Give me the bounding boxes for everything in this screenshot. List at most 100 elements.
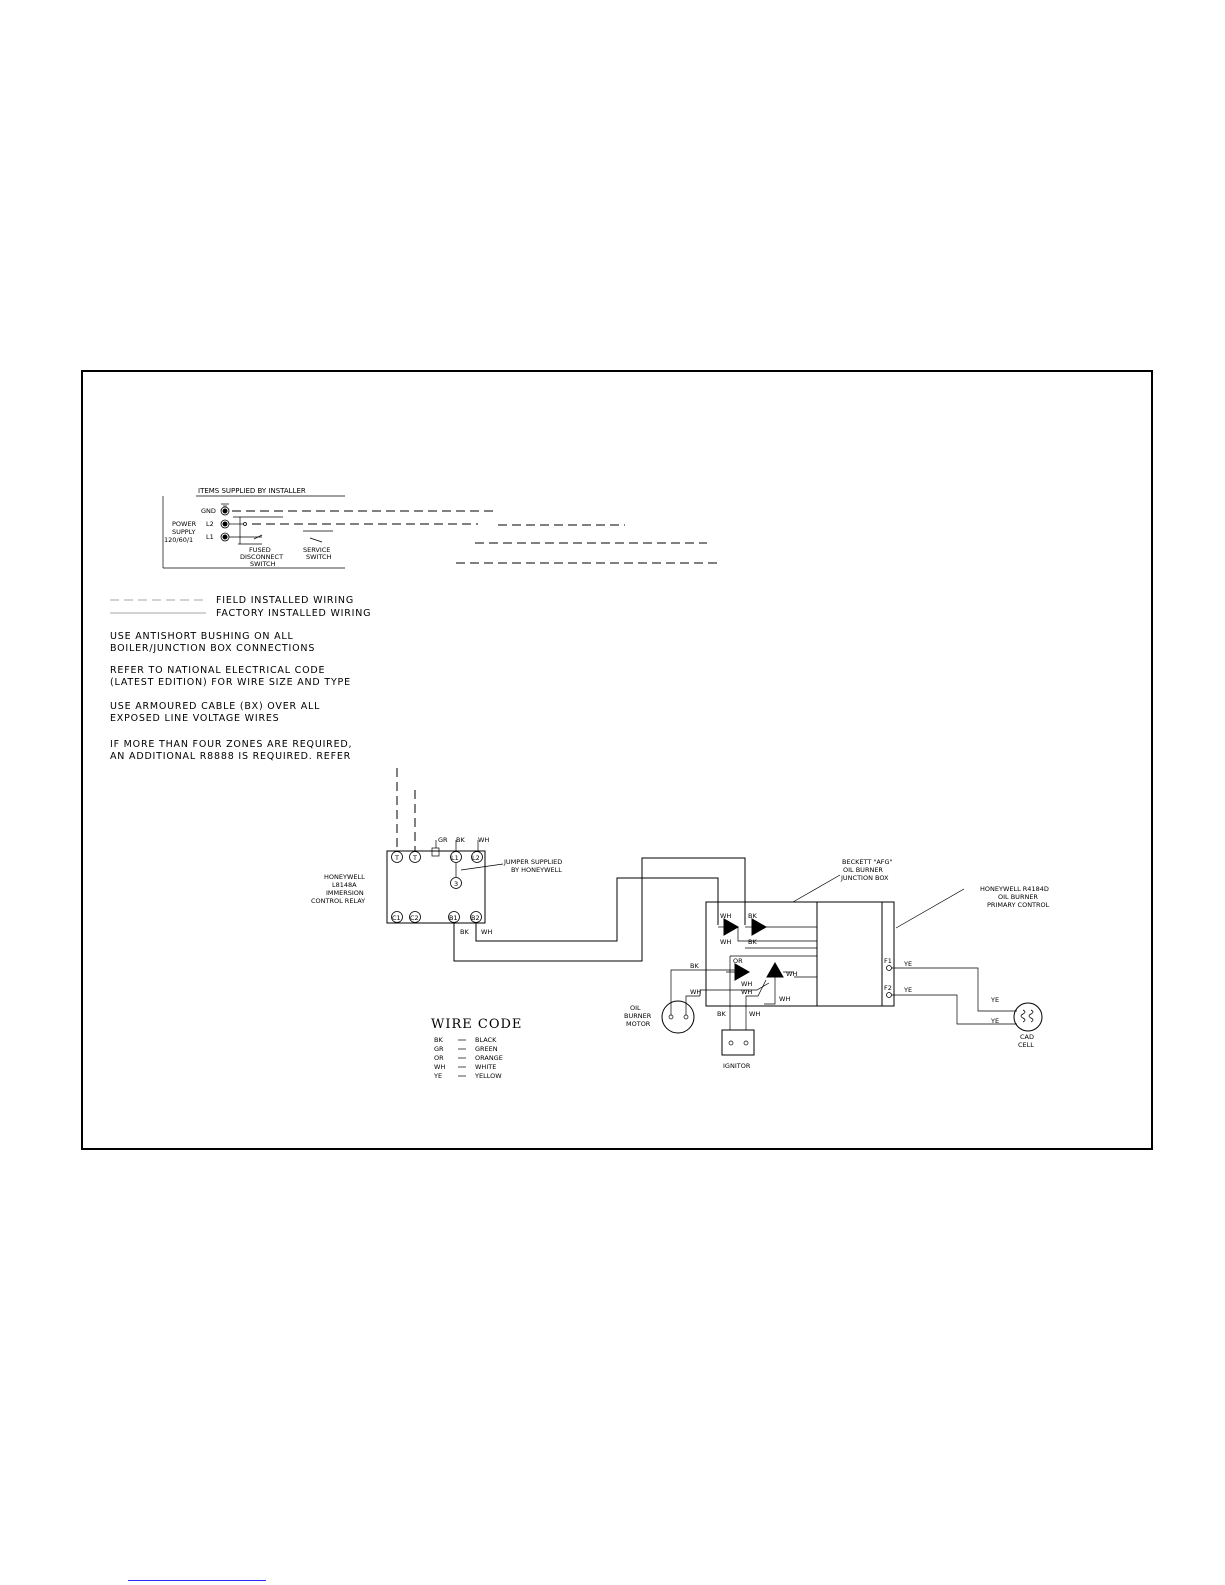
svg-text:WH: WH [779, 995, 790, 1003]
svg-text:GREEN: GREEN [475, 1045, 498, 1053]
cad-cell: CAD CELL [1013, 1002, 1043, 1049]
svg-text:YE: YE [433, 1072, 442, 1080]
cad-cell-symbol [1013, 1002, 1043, 1032]
svg-text:OR: OR [733, 957, 743, 965]
svg-text:YELLOW: YELLOW [474, 1072, 502, 1080]
svg-text:3: 3 [454, 880, 458, 888]
relay-to-junction-wiring [453, 857, 746, 962]
svg-text:YE: YE [903, 960, 912, 968]
svg-text:F1: F1 [884, 957, 892, 965]
wiring-legend: FIELD INSTALLED WIRING FACTORY INSTALLED… [110, 595, 371, 619]
wire-code-title: WIRE CODE [431, 1017, 522, 1032]
svg-text:OR: OR [434, 1054, 444, 1062]
svg-text:BLACK: BLACK [475, 1036, 497, 1044]
svg-text:L2: L2 [472, 854, 480, 862]
jumper-note-line1: JUMPER SUPPLIED [503, 858, 562, 866]
factory-wiring-label: FACTORY INSTALLED WIRING [216, 608, 371, 619]
f2-terminal [886, 992, 892, 998]
svg-text:BK: BK [717, 1010, 726, 1018]
svg-text:GR: GR [434, 1045, 444, 1053]
bottom-link-underline[interactable] [128, 1580, 266, 1581]
svg-text:C1: C1 [392, 914, 401, 922]
junction-label-line3: JUNCTION BOX [840, 874, 889, 882]
cad-label-line2: CELL [1018, 1041, 1034, 1049]
installer-heading: ITEMS SUPPLIED BY INSTALLER [198, 487, 306, 495]
svg-text:C2: C2 [410, 914, 419, 922]
svg-text:WH: WH [720, 912, 731, 920]
ignitor: BK WH IGNITOR [717, 1010, 760, 1070]
relay-wire-bk: BK [456, 836, 465, 844]
relay-out-wh: WH [481, 928, 492, 936]
service-switch-line2: SWITCH [306, 553, 332, 561]
oil-burner-motor: BK WH OIL BURNER MOTOR [624, 962, 735, 1034]
service-switch-line1: SERVICE [303, 546, 330, 554]
note-2-line2: (LATEST EDITION) FOR WIRE SIZE AND TYPE [110, 677, 351, 688]
relay-box [386, 850, 486, 924]
svg-text:WH: WH [741, 988, 752, 996]
svg-text:BK: BK [690, 962, 699, 970]
svg-text:WH: WH [749, 1010, 760, 1018]
svg-text:YE: YE [903, 986, 912, 994]
svg-text:WH: WH [434, 1063, 445, 1071]
svg-text:B1: B1 [449, 914, 458, 922]
power-supply-line1: POWER [172, 520, 197, 528]
power-supply-line3: 120/60/1 [164, 536, 193, 544]
relay-label-line2: L8148A [332, 881, 357, 889]
primary-label-line1: HONEYWELL R4184D [980, 885, 1049, 893]
relay-label-line1: HONEYWELL [324, 873, 365, 881]
relay-wire-gr: GR [438, 836, 448, 844]
wire-code-table: WIRE CODE BK BLACK GR GREEN OR ORANGE WH… [431, 1017, 522, 1080]
relay-terminal-c1 [391, 911, 403, 923]
note-4-line1: IF MORE THAN FOUR ZONES ARE REQUIRED, [110, 739, 352, 750]
relay-terminal-b2 [470, 911, 482, 923]
jumper-note-line2: BY HONEYWELL [511, 866, 562, 874]
svg-text:WHITE: WHITE [475, 1063, 496, 1071]
ignitor-label: IGNITOR [723, 1062, 751, 1070]
relay-terminal-t1 [391, 851, 403, 863]
junction-box: WH BK WH BK OR WH WH WH WH BECKETT "AFG"… [699, 858, 893, 1030]
svg-text:BK: BK [434, 1036, 443, 1044]
note-4-line2: AN ADDITIONAL R8888 IS REQUIRED. REFER [110, 751, 351, 762]
svg-text:BK: BK [748, 912, 757, 920]
field-wiring-label: FIELD INSTALLED WIRING [216, 595, 354, 606]
motor-label-line2: BURNER [624, 1012, 652, 1020]
svg-text:F2: F2 [884, 984, 892, 992]
gnd-label: GND [201, 507, 216, 515]
note-1-line1: USE ANTISHORT BUSHING ON ALL [110, 631, 294, 642]
svg-text:YE: YE [990, 996, 999, 1004]
relay-terminal-b1 [448, 911, 460, 923]
motor-label-line3: MOTOR [626, 1020, 651, 1028]
note-3-line1: USE ARMOURED CABLE (BX) OVER ALL [110, 701, 320, 712]
svg-text:B2: B2 [471, 914, 480, 922]
svg-text:ORANGE: ORANGE [475, 1054, 503, 1062]
note-2-line1: REFER TO NATIONAL ELECTRICAL CODE [110, 665, 325, 676]
primary-label-line3: PRIMARY CONTROL [987, 901, 1050, 909]
power-supply-line2: SUPPLY [172, 528, 195, 536]
relay-wire-wh: WH [478, 836, 489, 844]
svg-text:WH: WH [741, 980, 752, 988]
fused-switch-line2: DISCONNECT [240, 553, 283, 561]
wire-nut-wh [723, 918, 740, 936]
svg-text:WH: WH [690, 988, 701, 996]
wire-nut-bk [751, 918, 768, 936]
primary-control: HONEYWELL R4184D OIL BURNER PRIMARY CONT… [881, 885, 1050, 1025]
wire-nut-wh-up [766, 961, 784, 978]
note-1-line2: BOILER/JUNCTION BOX CONNECTIONS [110, 643, 315, 654]
fused-switch-line3: SWITCH [250, 560, 276, 568]
primary-label-line2: OIL BURNER [998, 893, 1038, 901]
ignitor-symbol [721, 1029, 755, 1056]
svg-text:YE: YE [990, 1017, 999, 1025]
svg-text:WH: WH [720, 938, 731, 946]
f1-terminal [886, 965, 892, 971]
motor-symbol [661, 1000, 695, 1034]
svg-text:WH: WH [786, 970, 797, 978]
svg-text:T: T [412, 854, 417, 862]
relay-out-bk: BK [460, 928, 469, 936]
relay-label-line4: CONTROL RELAY [311, 897, 365, 905]
junction-label-line1: BECKETT "AFG" [842, 858, 893, 866]
relay-terminal-c2 [409, 911, 421, 923]
relay-terminal-3 [450, 877, 462, 889]
installer-power-block: ITEMS SUPPLIED BY INSTALLER POWER SUPPLY… [162, 487, 722, 569]
relay-terminal-l1 [450, 851, 462, 863]
